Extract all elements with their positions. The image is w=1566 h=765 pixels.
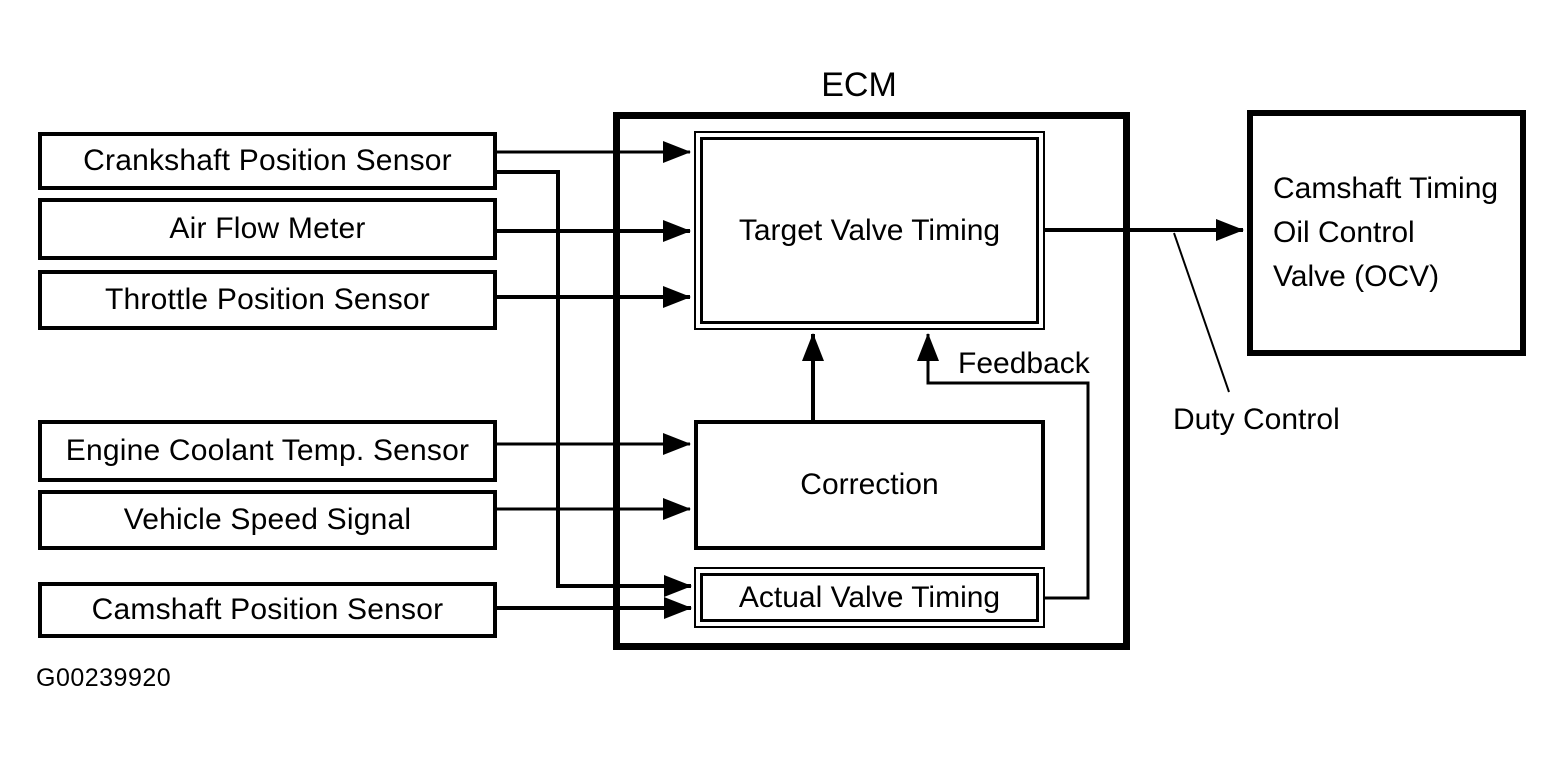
sensor-label-engine-coolant-temp: Engine Coolant Temp. Sensor [65, 434, 470, 467]
sensor-label-vehicle-speed: Vehicle Speed Signal [123, 503, 412, 536]
target-valve-timing-box: Target Valve Timing [694, 131, 1045, 330]
duty-control-leader-line [1173, 232, 1230, 393]
ecm-title: ECM [821, 66, 897, 104]
feedback-label: Feedback [958, 347, 1090, 380]
sensor-label-air-flow-meter: Air Flow Meter [169, 212, 366, 245]
actual-valve-timing-label: Actual Valve Timing [738, 580, 1001, 614]
sensor-label-throttle-position: Throttle Position Sensor [105, 283, 430, 316]
actual-valve-timing-inner: Actual Valve Timing [700, 573, 1039, 622]
sensor-box-throttle-position: Throttle Position Sensor [38, 270, 497, 330]
target-valve-timing-label: Target Valve Timing [738, 213, 1001, 247]
correction-label: Correction [800, 468, 939, 501]
sensor-box-air-flow-meter: Air Flow Meter [38, 198, 497, 260]
correction-box: Correction [694, 420, 1045, 550]
sensor-label-camshaft-position: Camshaft Position Sensor [91, 593, 444, 626]
sensor-box-camshaft-position: Camshaft Position Sensor [38, 582, 497, 638]
ocv-label-line2: Oil Control [1273, 216, 1415, 249]
duty-control-label: Duty Control [1173, 403, 1340, 436]
actual-valve-timing-box: Actual Valve Timing [694, 567, 1045, 628]
sensor-box-crankshaft-position: Crankshaft Position Sensor [38, 132, 497, 190]
ocv-box: Camshaft Timing Oil Control Valve (OCV) [1247, 110, 1526, 356]
target-valve-timing-inner: Target Valve Timing [700, 137, 1039, 324]
ocv-label-line3: Valve (OCV) [1273, 260, 1440, 293]
figure-code: G00239920 [36, 664, 172, 692]
sensor-box-engine-coolant-temp: Engine Coolant Temp. Sensor [38, 420, 497, 482]
ocv-label-line1: Camshaft Timing [1273, 172, 1499, 205]
sensor-label-crankshaft-position: Crankshaft Position Sensor [83, 144, 452, 177]
sensor-box-vehicle-speed: Vehicle Speed Signal [38, 490, 497, 550]
